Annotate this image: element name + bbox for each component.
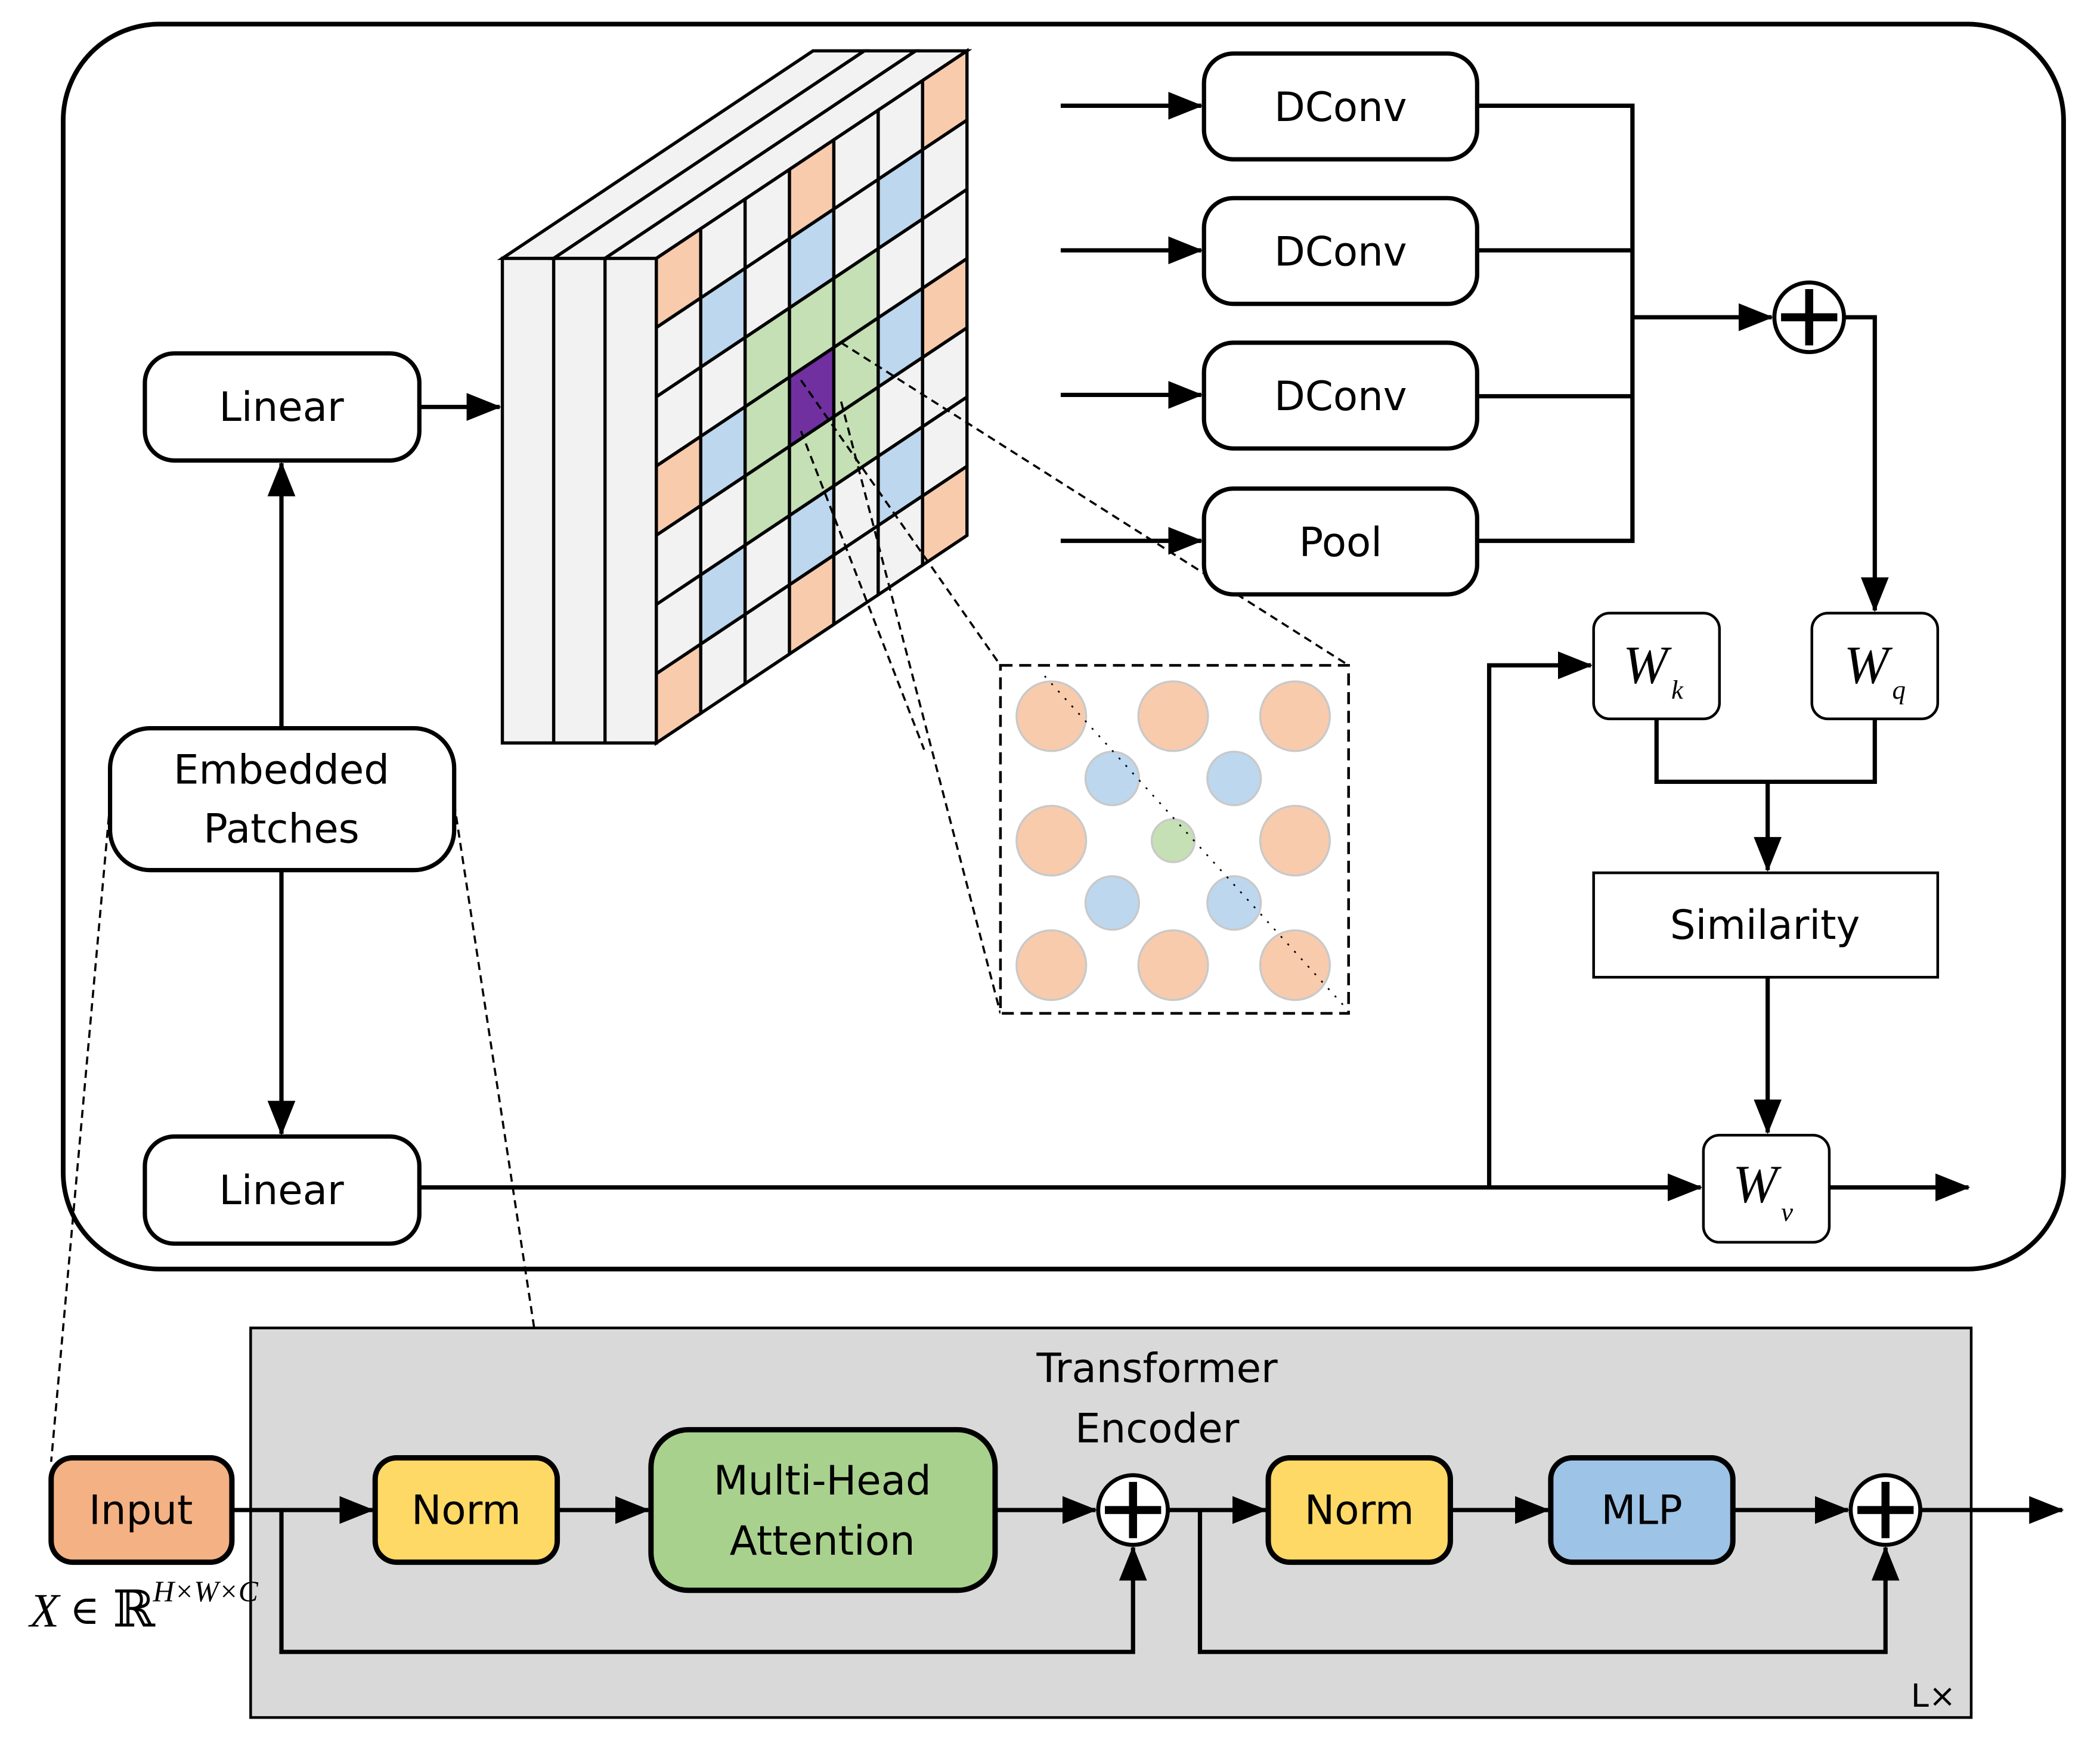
norm2-label: Norm [1305,1487,1414,1534]
arrow-sum-to-wq [1844,315,1889,612]
feature-cell [921,463,969,569]
encoder-title-line1: Transformer [1036,1345,1278,1392]
sampling-zoom-box [999,663,1351,1015]
sample-point-center [1150,818,1196,863]
pool-label: Pool [1299,519,1382,566]
projection-line [800,379,1002,666]
wq-base: W [1844,635,1893,694]
repeat-label: L× [1911,1677,1956,1714]
projection-line [840,401,1002,1014]
channel-slab [552,256,607,745]
linear-top-label: Linear [219,383,344,430]
input-block[interactable]: Input [48,1455,235,1565]
sample-point-outer [1015,680,1088,752]
embedded-patches-label-line1: Embedded [174,746,389,793]
encoder-title-line2: Encoder [1075,1405,1240,1452]
attention-module: Linear Embedded Patches Linear [61,21,2066,1272]
wv-block[interactable]: W v [1702,1134,1831,1244]
wv-subscript: v [1781,1197,1793,1227]
dconv-label: DConv [1274,83,1407,131]
norm1-label: Norm [411,1487,521,1534]
projection-line [840,342,1349,666]
dconv-block[interactable]: DConv [1201,196,1479,306]
arrow-to-wk [1486,651,1593,1187]
residual-1 [279,1510,1147,1654]
feature-map-cube [497,48,972,746]
sample-point-inner [1084,875,1141,931]
mlp-label: MLP [1601,1487,1682,1534]
wk-block[interactable]: W k [1592,612,1721,721]
sum-node-1 [1096,1473,1170,1547]
similarity-label: Similarity [1670,901,1860,948]
mlp-block[interactable]: MLP [1548,1455,1736,1565]
sample-point-outer [1259,929,1331,1001]
formula-x: X [28,1584,61,1637]
dconv-label: DConv [1274,373,1407,420]
mha-label-line2: Attention [730,1517,915,1564]
formula-real: ℝ [113,1582,156,1638]
wk-wq-join [1654,718,1877,785]
linear-bottom-block[interactable]: Linear [143,1134,422,1246]
formula-superscript: H×W×C [152,1575,258,1608]
zoom-line-left [49,803,111,1462]
sample-point-inner [1206,751,1262,807]
mha-label-line1: Multi-Head [714,1457,931,1504]
attention-module-frame [61,21,2066,1272]
channel-slab [603,256,658,745]
pool-block[interactable]: Pool [1201,486,1479,597]
wq-subscript: q [1892,675,1905,705]
transformer-encoder: Transformer Encoder Input X ∈ ℝ H×W×C No… [28,1326,2064,1719]
sample-point-outer [1259,680,1331,752]
sample-point-inner [1206,875,1262,931]
wk-subscript: k [1671,675,1684,705]
multi-head-attention-block[interactable]: Multi-Head Attention [648,1427,998,1593]
similarity-block[interactable]: Similarity [1592,871,1940,979]
wq-block[interactable]: W q [1810,612,1940,721]
input-label: Input [89,1487,193,1534]
zoom-projection-lines [800,342,1349,1014]
sample-point-outer [1259,805,1331,877]
channel-slab [500,256,556,745]
dconv-block[interactable]: DConv [1201,340,1479,451]
sum-node-top [1772,280,1847,354]
dconv-block[interactable]: DConv [1201,51,1479,162]
embedded-patches-label-line2: Patches [203,805,360,852]
sample-point-outer [1137,680,1209,752]
sample-point-outer [1015,929,1088,1001]
linear-top-block[interactable]: Linear [143,351,422,463]
norm2-block[interactable]: Norm [1265,1455,1453,1565]
input-shape-formula: X ∈ ℝ H×W×C [28,1575,259,1638]
formula-in: ∈ [70,1588,100,1633]
linear-bottom-label: Linear [219,1167,344,1214]
wk-base: W [1623,635,1672,694]
dconv-label: DConv [1274,228,1407,275]
wv-base: W [1733,1155,1782,1214]
sample-point-outer [1137,929,1209,1001]
sample-point-outer [1015,805,1088,877]
sum-node-2 [1848,1473,1923,1547]
projection-line [800,430,925,751]
sample-point-inner [1084,751,1141,807]
norm1-block[interactable]: Norm [372,1455,560,1565]
residual-2 [1197,1510,1900,1654]
merge-bus [1477,103,1635,543]
embedded-patches-block[interactable]: Embedded Patches [107,726,457,873]
